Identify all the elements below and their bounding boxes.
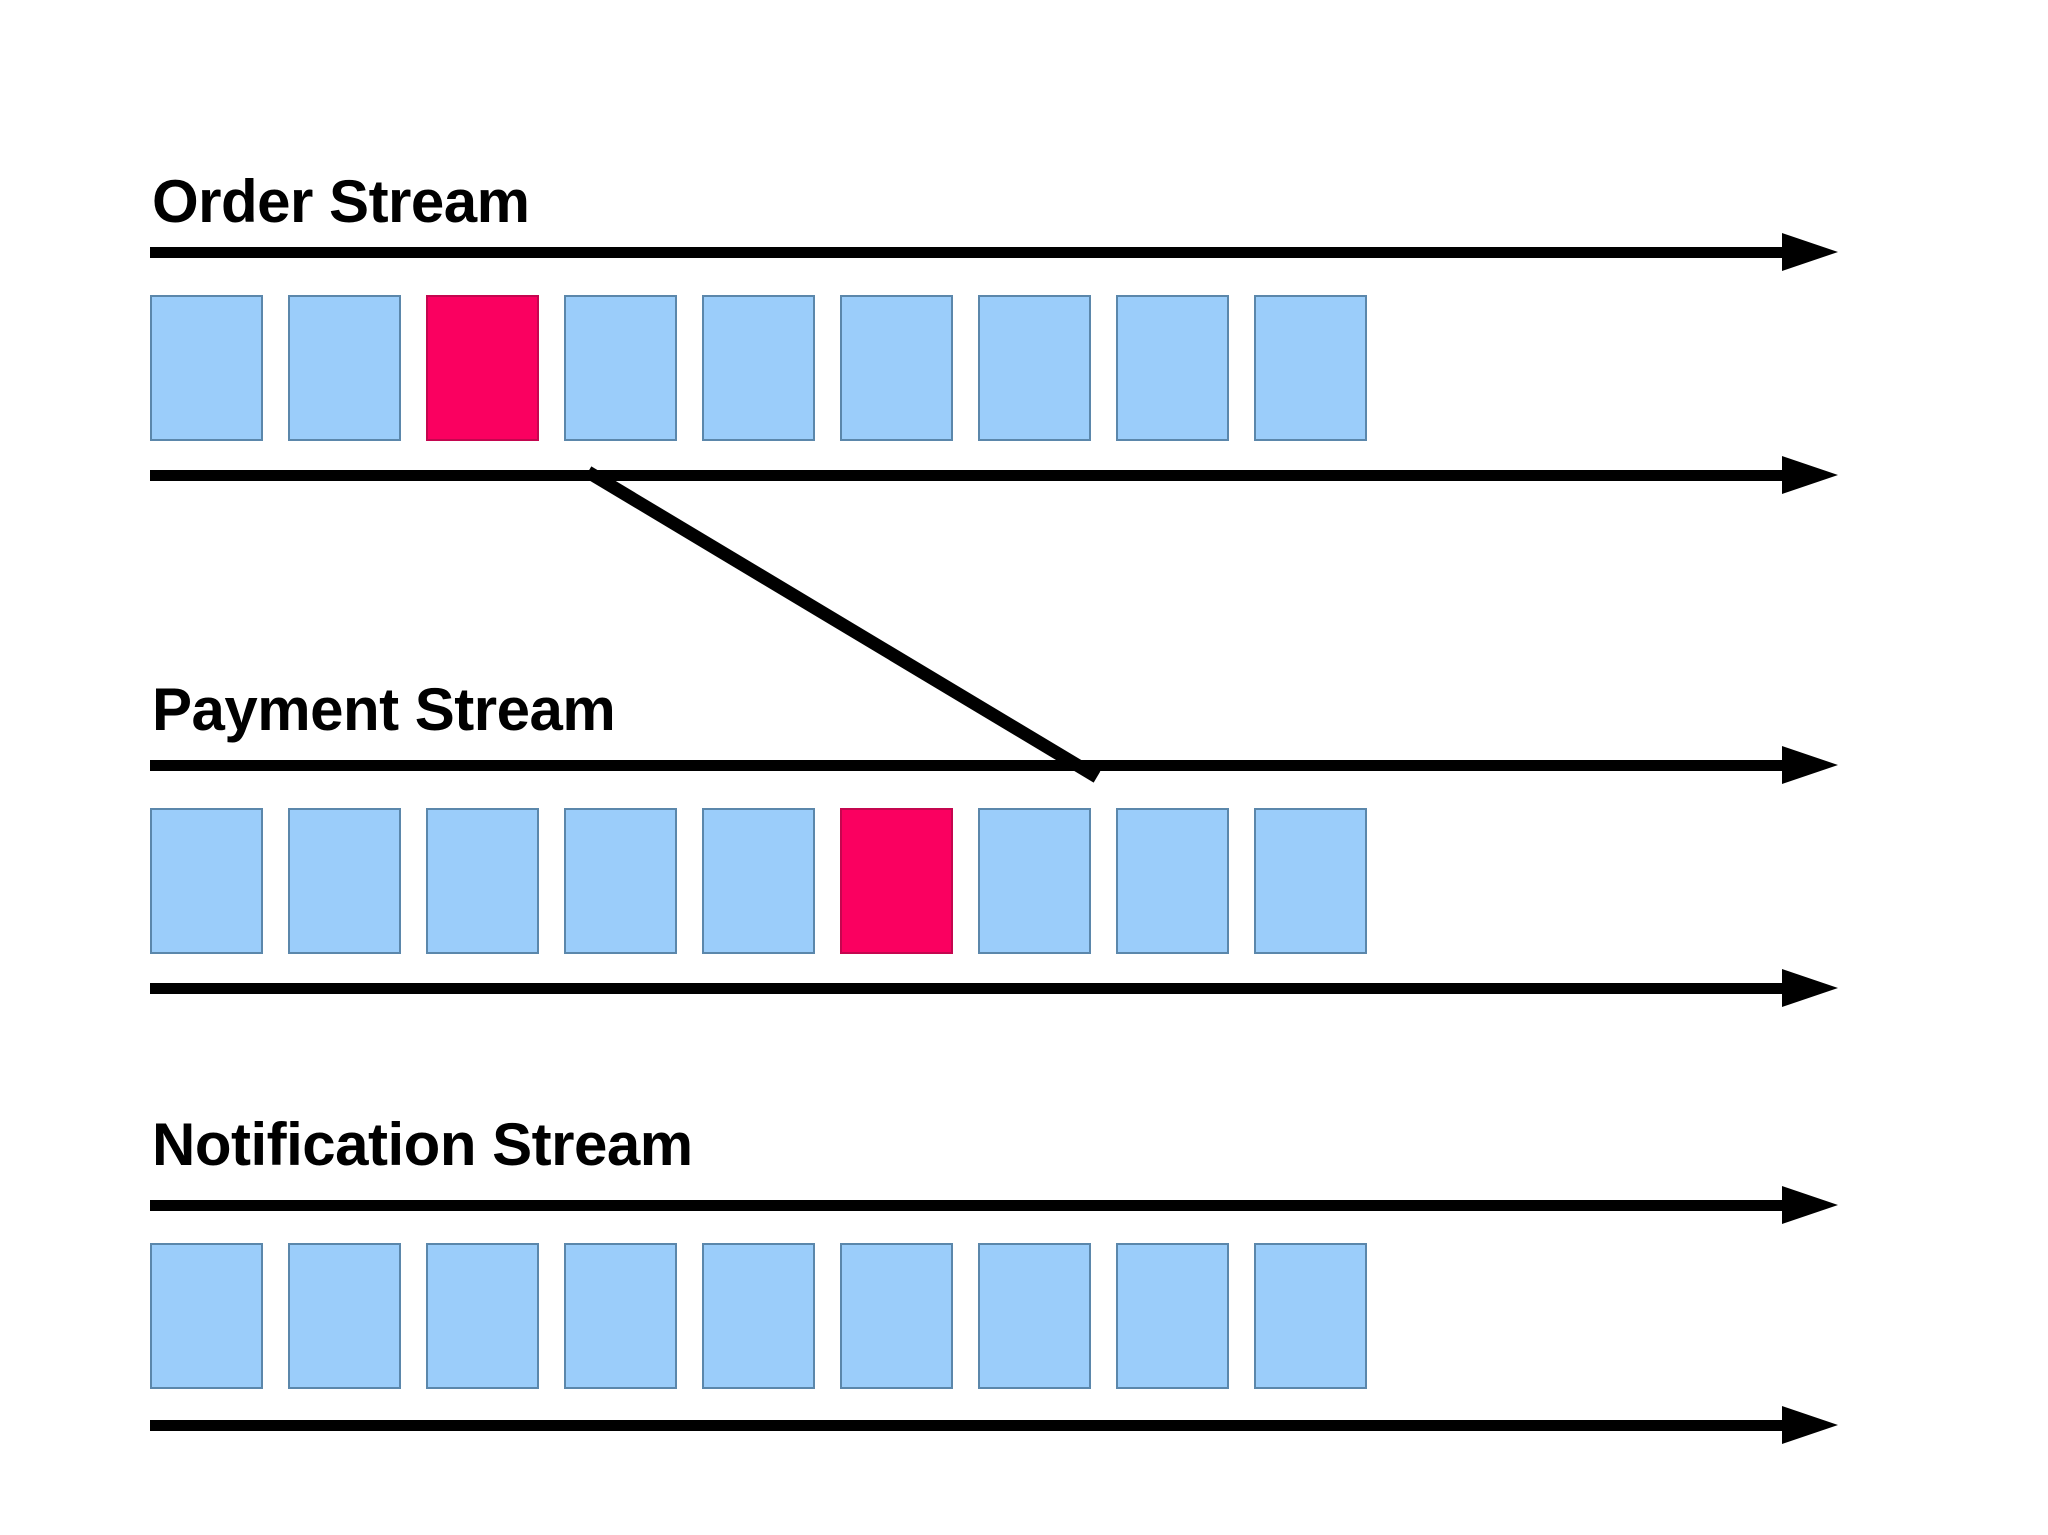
arrowhead-right-icon bbox=[1782, 969, 1838, 1007]
event-box bbox=[288, 1243, 401, 1389]
event-box bbox=[1254, 808, 1367, 954]
axis-line bbox=[150, 983, 1788, 994]
axis-line bbox=[150, 247, 1788, 258]
event-box bbox=[702, 1243, 815, 1389]
axis-line bbox=[150, 760, 1788, 771]
event-box bbox=[150, 295, 263, 441]
event-box-highlighted bbox=[840, 808, 953, 954]
order-to-payment-connector bbox=[584, 466, 1101, 783]
event-box bbox=[702, 808, 815, 954]
axis-line bbox=[150, 1420, 1788, 1431]
arrowhead-right-icon bbox=[1782, 456, 1838, 494]
stream-title-payment: Payment Stream bbox=[152, 676, 616, 743]
event-box bbox=[978, 1243, 1091, 1389]
event-box bbox=[1116, 295, 1229, 441]
arrowhead-right-icon bbox=[1782, 233, 1838, 271]
arrowhead-right-icon bbox=[1782, 1186, 1838, 1224]
event-box bbox=[702, 295, 815, 441]
event-box bbox=[288, 808, 401, 954]
event-box bbox=[840, 295, 953, 441]
event-box bbox=[150, 1243, 263, 1389]
event-box bbox=[1116, 808, 1229, 954]
event-box bbox=[426, 1243, 539, 1389]
event-box bbox=[840, 1243, 953, 1389]
event-box bbox=[978, 295, 1091, 441]
stream-title-order: Order Stream bbox=[152, 168, 530, 235]
event-box bbox=[1254, 295, 1367, 441]
event-box-highlighted bbox=[426, 295, 539, 441]
event-box bbox=[150, 808, 263, 954]
event-box bbox=[564, 295, 677, 441]
event-box bbox=[978, 808, 1091, 954]
event-box bbox=[288, 295, 401, 441]
event-box bbox=[1254, 1243, 1367, 1389]
arrowhead-right-icon bbox=[1782, 746, 1838, 784]
axis-line bbox=[150, 1200, 1788, 1211]
arrowhead-right-icon bbox=[1782, 1406, 1838, 1444]
event-box bbox=[564, 808, 677, 954]
stream-title-notification: Notification Stream bbox=[152, 1111, 693, 1178]
event-box bbox=[564, 1243, 677, 1389]
event-box bbox=[426, 808, 539, 954]
event-box bbox=[1116, 1243, 1229, 1389]
axis-line bbox=[150, 470, 1788, 481]
